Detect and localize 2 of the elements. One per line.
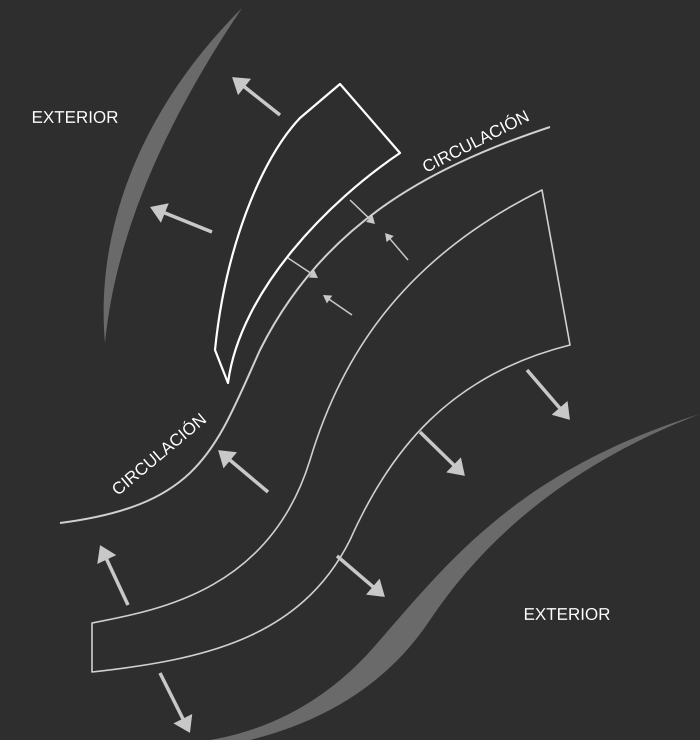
zone-label: EXTERIOR bbox=[32, 111, 118, 124]
zone-label: EXTERIOR bbox=[524, 608, 610, 620]
